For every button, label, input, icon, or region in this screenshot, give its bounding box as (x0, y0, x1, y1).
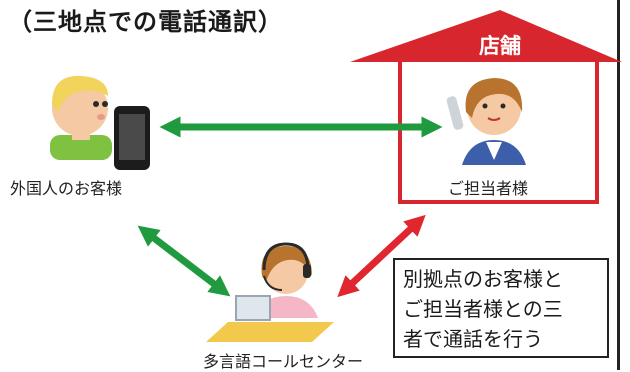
call-center-label: 多言語コールセンター (203, 352, 364, 371)
store-roof (350, 10, 622, 62)
arrow-staff-center (337, 214, 426, 298)
arrow-foreigner-center (137, 225, 231, 297)
store-label: 店舗 (479, 34, 521, 58)
description-note: 別拠点のお客様と ご担当者様との三 者で通話を行う (393, 258, 609, 358)
note-line: 者で通話を行う (403, 327, 543, 351)
foreigner-label: 外国人のお客様 (10, 179, 123, 198)
operator-with-headset-icon (206, 242, 334, 342)
staff-label: ご担当者様 (448, 179, 529, 198)
note-line: 別拠点のお客様と (403, 267, 563, 291)
note-line: ご担当者様との三 (403, 297, 563, 321)
diagram-title: （三地点での電話通訳） (8, 8, 283, 36)
right-border-line (617, 0, 620, 370)
boy-with-smartphone-icon (50, 75, 150, 170)
woman-on-phone-icon (446, 78, 526, 165)
